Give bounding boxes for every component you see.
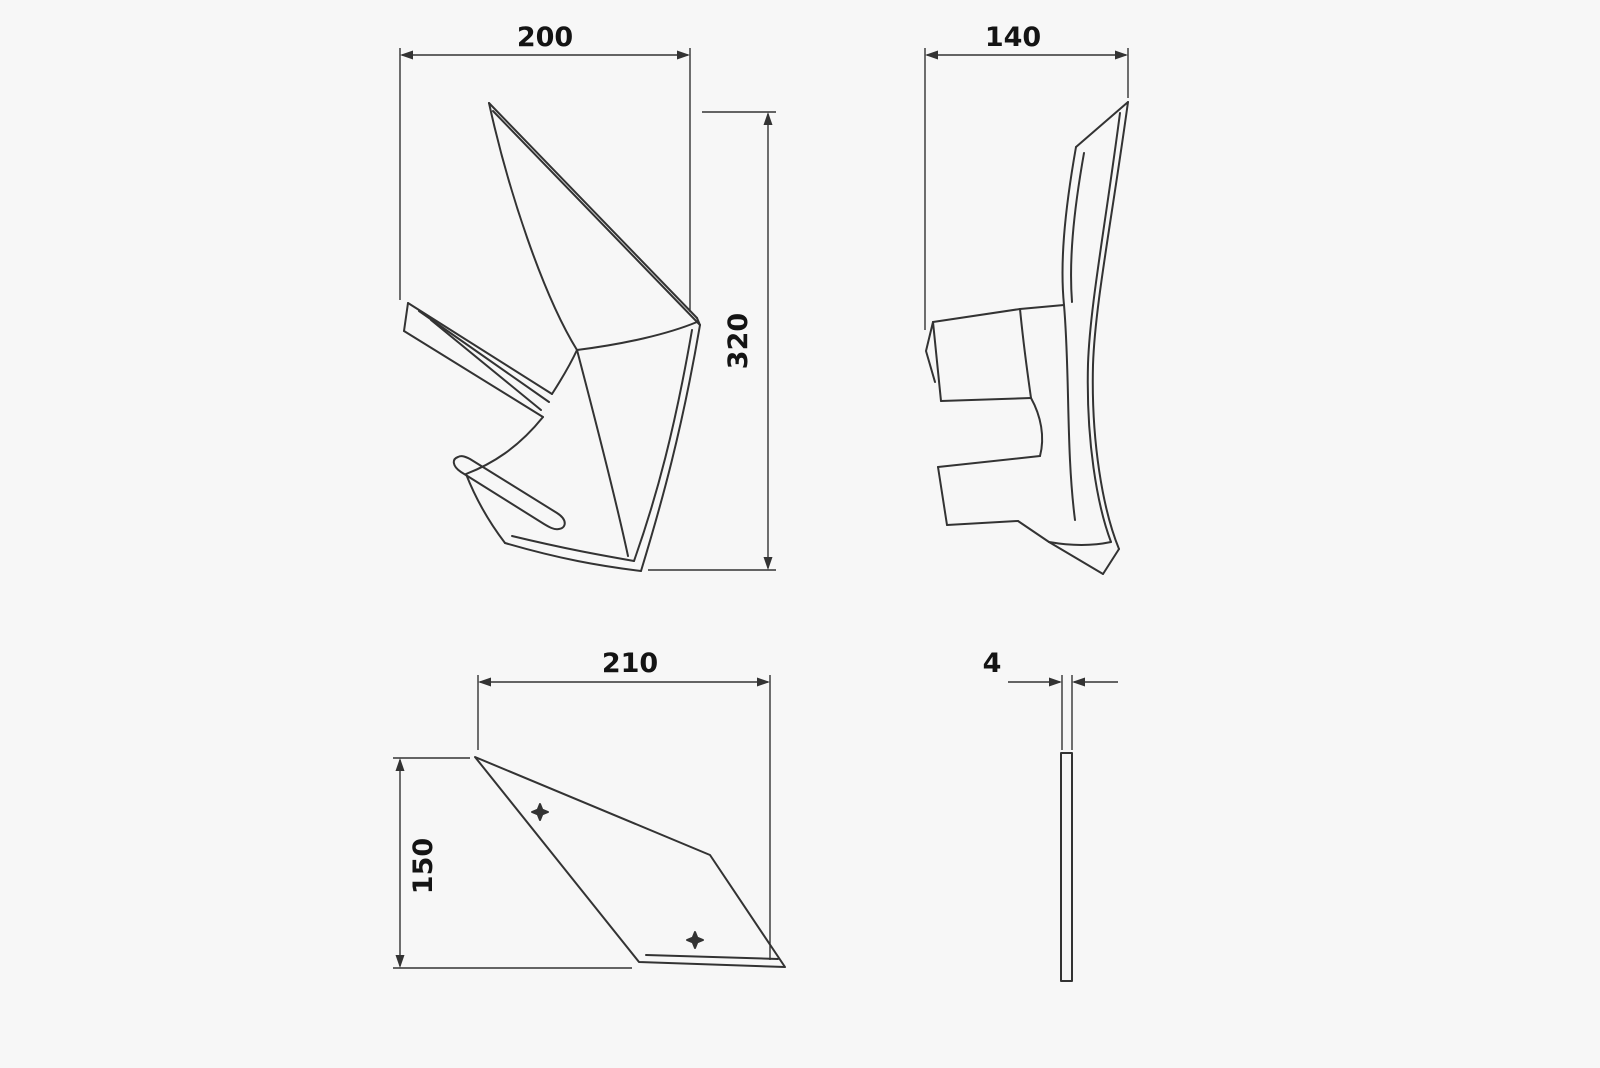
arrowhead [395,758,405,771]
arrowhead [1049,677,1062,687]
front-left-mid-edge [465,416,544,475]
arrowhead [925,50,938,60]
front-winglet-connector [551,349,578,395]
mounting-point-marker [531,803,549,821]
dimension-front-width: 200 [399,22,691,312]
side-upper-winglet-right [1019,308,1032,399]
front-right-edge-outer [640,324,701,572]
side-right-edge-inner [1086,112,1121,543]
front-winglet-bottom-edge [403,330,544,418]
dimension-front-width-label: 200 [517,22,573,53]
side-mid-edge [1030,397,1044,457]
dimension-flat-width-label: 210 [602,648,658,679]
dimension-front-height: 320 [648,111,776,571]
front-winglet-left-cap [403,302,409,332]
side-lower-winglet-left [937,466,948,526]
mounting-point-marker [686,931,704,949]
dimension-flat-height-label: 150 [408,838,439,894]
arrowhead [400,50,413,60]
front-bottom-lip [511,535,635,562]
arrowhead [763,112,773,125]
thickness-strip-outline [1060,752,1073,982]
front-bottom-edge [504,542,642,572]
front-winglet-inner-line-2 [430,319,542,411]
arrowhead [1072,677,1085,687]
arrowhead [478,677,491,687]
front-diagonal-inner-edge [492,110,701,326]
dimension-flat-height: 150 [393,757,632,969]
dimension-side-width-label: 140 [985,22,1041,53]
side-lower-winglet-attach [1017,520,1050,543]
front-lower-left-edge [465,473,506,544]
side-upper-winglet-top [932,308,1021,323]
flat-bottom-inner-edge [645,954,779,960]
side-left-edge-outer [1061,146,1077,306]
arrowhead [763,557,773,570]
front-right-edge-inner [633,329,693,562]
side-lower-winglet-bottom [946,520,1019,526]
flat-outline [474,756,786,968]
front-vent-slot [452,455,566,531]
arrowhead [677,50,690,60]
side-body-inner-line [1063,304,1076,521]
side-top-edge [1075,101,1129,148]
side-right-edge-outer [1091,101,1129,550]
side-left-edge-inner [1070,152,1085,303]
side-upper-winglet-facet [925,321,936,383]
front-apex-left-edge [488,102,578,351]
flat-pattern-view [474,756,786,968]
dimension-front-height-label: 320 [723,313,754,369]
dimension-side-width: 140 [924,22,1129,330]
side-upper-winglet-bottom [940,397,1032,402]
side-bottom-inner-edge [1048,541,1112,546]
arrowhead [1115,50,1128,60]
dimension-flat-width: 210 [477,648,771,960]
side-bottom-tip [1102,548,1120,575]
front-winglet-inner-line-1 [418,310,550,403]
dimension-thickness: 4 [983,648,1118,750]
front-view [403,102,701,572]
dimension-thickness-label: 4 [983,648,1002,679]
front-diagonal-end-cap [696,317,701,326]
front-triangle-bottom-crease [576,321,698,351]
arrowhead [395,955,405,968]
side-view [925,101,1129,575]
arrowhead [757,677,770,687]
front-winglet-top-edge [407,302,553,395]
side-bottom-edge [1048,541,1104,575]
edge-thickness-view [1060,752,1073,982]
side-upper-winglet-left [932,321,942,402]
front-diagonal-outer-edge [488,102,698,319]
side-lower-winglet-top [937,455,1041,468]
side-upper-winglet-attach [1019,304,1065,310]
front-body-crease [576,349,629,557]
